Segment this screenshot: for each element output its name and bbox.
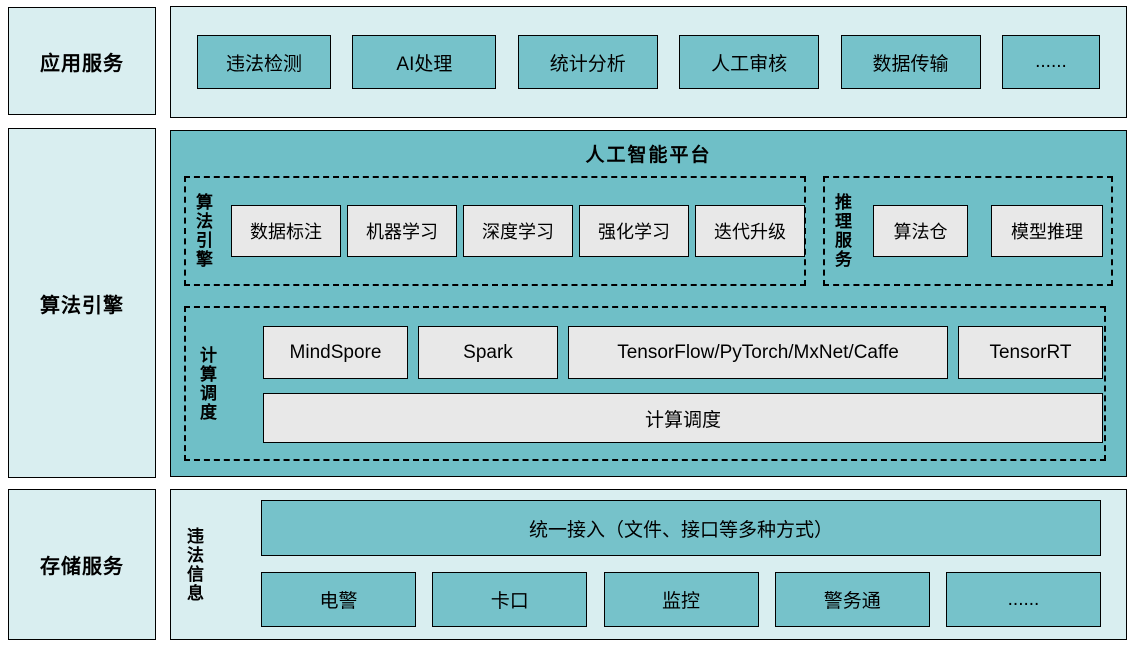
framework-item: Spark	[418, 326, 558, 379]
app-service-item-ellipsis: ......	[1001, 35, 1100, 89]
app-service-item: 统计分析	[517, 35, 658, 89]
algo-engine-item: 迭代升级	[695, 205, 805, 257]
framework-item: MindSpore	[263, 326, 408, 379]
data-source-item: 卡口	[432, 572, 588, 627]
compute-scheduling-group-label: 计算调度	[197, 345, 216, 422]
compute-scheduler-bar: 计算调度	[263, 393, 1103, 443]
algo-engine-group-label: 算法引擎	[193, 193, 212, 269]
inference-service-group-label: 推理服务	[832, 193, 851, 269]
storage-container: 违法信息 统一接入（文件、接口等多种方式） 电警 卡口 监控 警务通 .....…	[170, 489, 1127, 640]
app-service-item: 数据传输	[840, 35, 981, 89]
ai-platform-container: 人工智能平台 算法引擎 数据标注 机器学习 深度学习 强化学习 迭代升级 推理服…	[170, 130, 1127, 477]
data-source-item-ellipsis: ......	[946, 572, 1101, 627]
illegal-info-label: 违法信息	[184, 526, 203, 603]
algo-engine-item: 深度学习	[463, 205, 573, 257]
framework-item: TensorFlow/PyTorch/MxNet/Caffe	[568, 326, 948, 379]
unified-access-bar: 统一接入（文件、接口等多种方式）	[261, 500, 1101, 556]
inference-item: 算法仓	[873, 205, 968, 257]
app-service-item: 违法检测	[197, 35, 331, 89]
framework-item: TensorRT	[958, 326, 1103, 379]
data-source-item: 警务通	[774, 572, 930, 627]
algo-engine-item: 强化学习	[579, 205, 689, 257]
app-service-item: AI处理	[352, 35, 497, 89]
algo-engine-item: 数据标注	[231, 205, 341, 257]
app-services-container: 违法检测 AI处理 统计分析 人工审核 数据传输 ......	[170, 6, 1127, 118]
row-label-app-services: 应用服务	[8, 7, 156, 115]
algo-engine-group: 算法引擎 数据标注 机器学习 深度学习 强化学习 迭代升级	[184, 176, 806, 286]
compute-scheduling-group: 计算调度 MindSpore Spark TensorFlow/PyTorch/…	[184, 306, 1106, 461]
inference-item: 模型推理	[991, 205, 1103, 257]
row-label-algo-engine: 算法引擎	[8, 128, 156, 478]
data-sources-row: 电警 卡口 监控 警务通 ......	[261, 572, 1101, 627]
data-source-item: 监控	[603, 572, 759, 627]
algo-engine-item: 机器学习	[347, 205, 457, 257]
row-label-storage-services: 存储服务	[8, 489, 156, 640]
app-service-item: 人工审核	[679, 35, 820, 89]
data-source-item: 电警	[261, 572, 416, 627]
ai-platform-title: 人工智能平台	[585, 145, 712, 166]
inference-service-group: 推理服务 算法仓 模型推理	[823, 176, 1113, 286]
